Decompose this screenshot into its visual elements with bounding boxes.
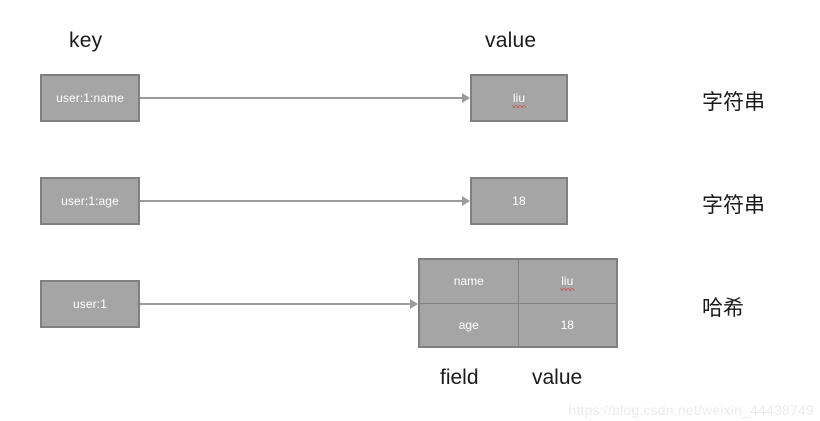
- hash-field-cell-1: age: [420, 303, 518, 346]
- watermark: https://blog.csdn.net/weixin_44438749: [568, 402, 814, 418]
- hash-table-value-header: value: [532, 366, 583, 389]
- hash-value-cell-1: 18: [518, 303, 616, 346]
- hash-field-label-0: name: [453, 274, 484, 289]
- arrow-head-icon: [410, 299, 418, 309]
- arrow-shaft: [140, 97, 463, 99]
- type-label-row-3: 哈希: [702, 296, 744, 320]
- connector-arrow-row-3: [140, 299, 418, 309]
- key-box-row-1-label: user:1:name: [56, 91, 124, 105]
- key-box-row-2-label: user:1:age: [61, 194, 119, 208]
- connector-arrow-row-2: [140, 196, 470, 206]
- key-box-row-3-label: user:1: [73, 297, 107, 311]
- hash-table-field-header: field: [440, 366, 479, 389]
- type-label-row-1: 字符串: [702, 90, 765, 114]
- hash-value-cell-0: liu: [518, 260, 616, 303]
- hash-value-label-0: liu: [560, 274, 575, 292]
- arrow-shaft: [140, 303, 411, 305]
- arrow-head-icon: [462, 93, 470, 103]
- arrow-head-icon: [462, 196, 470, 206]
- type-label-row-2: 字符串: [702, 193, 765, 217]
- value-box-row-1-label: liu: [511, 91, 527, 108]
- value-box-row-1: liu: [470, 74, 568, 122]
- arrow-shaft: [140, 200, 463, 202]
- column-header-key: key: [69, 29, 103, 52]
- hash-table: name liu age 18: [418, 258, 618, 348]
- key-box-row-1: user:1:name: [40, 74, 140, 122]
- key-box-row-3: user:1: [40, 280, 140, 328]
- value-box-row-2: 18: [470, 177, 568, 225]
- value-box-row-2-label: 18: [512, 194, 526, 208]
- hash-field-cell-0: name: [420, 260, 518, 303]
- hash-value-label-1: 18: [560, 317, 574, 332]
- hash-field-label-1: age: [458, 317, 479, 332]
- key-box-row-2: user:1:age: [40, 177, 140, 225]
- connector-arrow-row-1: [140, 93, 470, 103]
- column-header-value: value: [485, 29, 537, 52]
